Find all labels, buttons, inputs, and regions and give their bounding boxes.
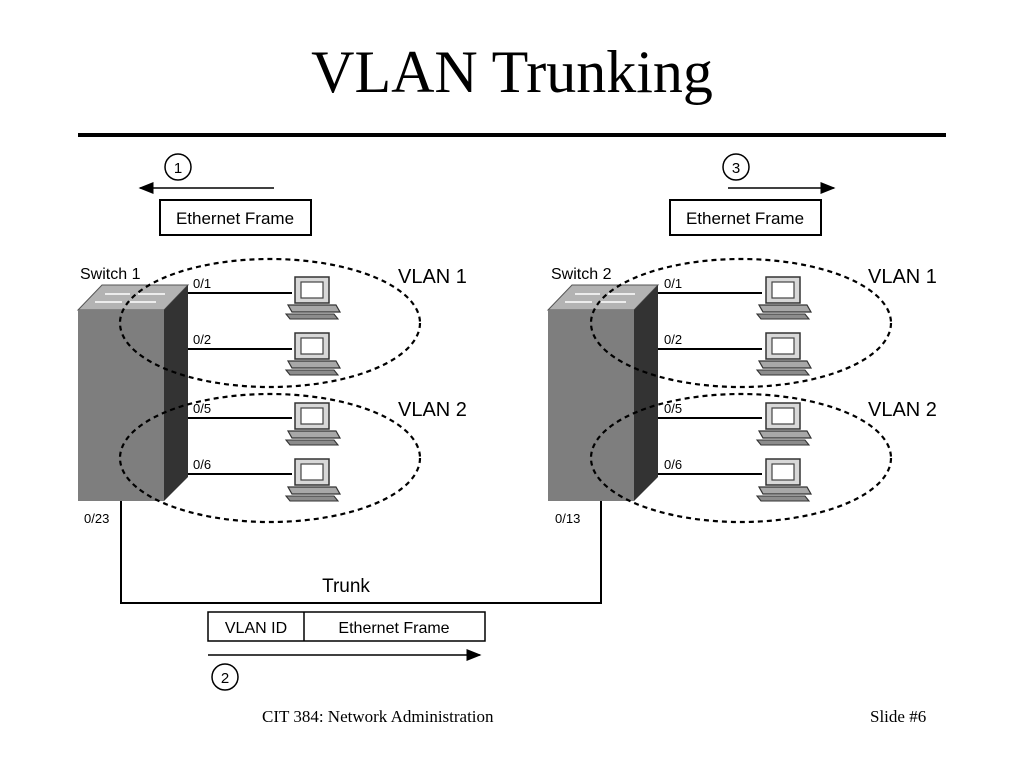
step-3-number: 3	[732, 160, 740, 177]
step-1-circle	[164, 153, 192, 181]
tagged-frame-box	[207, 611, 486, 642]
switch-2-port-label: 0/2	[664, 332, 682, 347]
switch-2-vlan-2-label: VLAN 2	[868, 399, 937, 421]
ethernet-frame-left-box	[159, 199, 312, 236]
switch-2-port-label: 0/1	[664, 276, 682, 291]
step-1-number: 1	[174, 160, 182, 177]
footer-course: CIT 384: Network Administration	[262, 707, 494, 726]
switch-1-vlan-1-boundary	[118, 257, 422, 389]
trunk-group: Trunk VLAN ID Ethernet Frame 2	[120, 501, 602, 691]
footer-slide-number: Slide #6	[870, 707, 927, 726]
computer-icon	[285, 458, 341, 502]
switch-2-vlan-1-boundary	[589, 257, 893, 389]
switch-1-front	[78, 310, 164, 501]
title-rule	[78, 133, 946, 137]
switch-1-port-label: 0/5	[193, 401, 211, 416]
switch-1-trunk-port: 0/23	[84, 511, 109, 526]
trunk-link	[120, 501, 602, 604]
step-3-circle	[722, 153, 750, 181]
tagged-ethernet-frame-field: Ethernet Frame	[338, 620, 449, 637]
switch-1-port-label: 0/2	[193, 332, 211, 347]
vlan-id-field: VLAN ID	[225, 620, 287, 637]
switch-2-side	[634, 285, 658, 501]
switch-1-vlan-2-label: VLAN 2	[398, 399, 467, 421]
switch-2-front	[548, 310, 634, 501]
switch-2-group: Switch 2 0/13 0/1 0/2 0/5 0/6	[546, 257, 937, 526]
switch-2-port-label: 0/5	[664, 401, 682, 416]
ethernet-frame-right-label: Ethernet Frame	[686, 209, 804, 228]
switch-1-port-label: 0/6	[193, 457, 211, 472]
computer-icon	[756, 402, 812, 446]
step-3-group: 3 Ethernet Frame	[669, 153, 836, 236]
switch-1-port-label: 0/1	[193, 276, 211, 291]
slide-title: VLAN Trunking	[311, 39, 713, 105]
computer-icon	[285, 332, 341, 376]
ethernet-frame-left-label: Ethernet Frame	[176, 209, 294, 228]
switch-1-arrows-icon	[95, 293, 165, 303]
switch-1-group: Switch 1 0/23 0/1 0/2 0/5 0/6	[76, 257, 467, 526]
switch-2-label: Switch 2	[551, 266, 612, 283]
switch-1-side	[164, 285, 188, 501]
computer-icon	[285, 402, 341, 446]
computer-icon	[756, 332, 812, 376]
step-1-group: 1 Ethernet Frame	[138, 153, 312, 236]
switch-2-trunk-port: 0/13	[555, 511, 580, 526]
computer-icon	[285, 276, 341, 320]
switch-1-label: Switch 1	[80, 266, 141, 283]
switch-2-port-label: 0/6	[664, 457, 682, 472]
step-2-number: 2	[221, 670, 229, 687]
switch-2-vlan-2-boundary	[589, 392, 893, 524]
switch-2-arrows-icon	[565, 293, 635, 303]
trunk-label: Trunk	[322, 576, 370, 597]
computer-icon	[756, 458, 812, 502]
switch-2-vlan-1-label: VLAN 1	[868, 266, 937, 288]
step-2-circle	[211, 663, 239, 691]
ethernet-frame-right-box	[669, 199, 822, 236]
switch-1-vlan-1-label: VLAN 1	[398, 266, 467, 288]
switch-1-vlan-2-boundary	[118, 392, 422, 524]
computer-icon	[756, 276, 812, 320]
